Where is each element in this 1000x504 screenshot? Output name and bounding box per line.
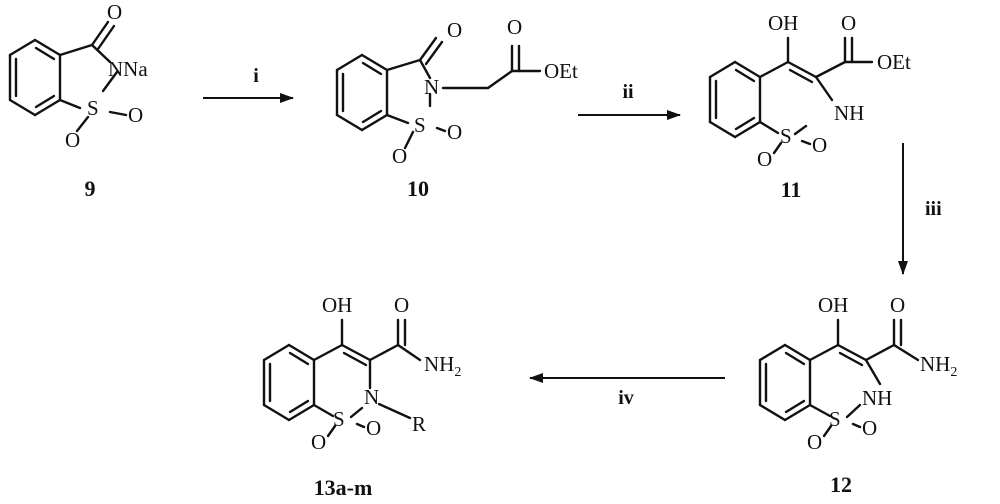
hydroxyl-label: OH (768, 11, 798, 35)
sulfur-label: S (414, 113, 426, 137)
compound-11-structure: OH O OEt NH S O O (708, 11, 911, 171)
hydroxyl-label: OH (818, 293, 848, 317)
substituent-r-label: R (412, 412, 426, 436)
oxygen-label: O (366, 416, 381, 440)
nitrogen-sodium-label: NNa (108, 57, 148, 81)
oxygen-label: O (807, 430, 822, 454)
compound-number-13a-m: 13a-m (314, 475, 373, 500)
compound-12-structure: OH O NH2 NH S O O (758, 293, 957, 454)
ethoxy-label: OEt (877, 50, 911, 74)
step-label-iv: iv (618, 387, 634, 409)
step-label-iii: iii (925, 198, 942, 220)
oxygen-label: O (394, 293, 409, 317)
oxygen-label: O (507, 15, 522, 39)
compound-13a-m-structure: OH O NH2 N R S O O (262, 293, 461, 454)
amide-nh2-label: NH2 (424, 352, 461, 380)
oxygen-label: O (841, 11, 856, 35)
oxygen-label: O (447, 120, 462, 144)
amine-nh-label: NH (862, 386, 892, 410)
sulfur-label: S (333, 407, 345, 431)
oxygen-label: O (862, 416, 877, 440)
oxygen-label: O (311, 430, 326, 454)
oxygen-label: O (107, 0, 122, 24)
step-label-i: i (253, 65, 259, 87)
compound-number-11: 11 (781, 177, 802, 202)
sulfur-label: S (829, 407, 841, 431)
compound-10-structure: O N S O O O OEt (335, 15, 578, 168)
ethoxy-label: OEt (544, 59, 578, 83)
oxygen-label: O (447, 18, 462, 42)
sulfur-label: S (780, 124, 792, 148)
compound-number-12: 12 (830, 472, 852, 497)
hydroxyl-label: OH (322, 293, 352, 317)
oxygen-label: O (757, 147, 772, 171)
compound-number-10: 10 (407, 176, 429, 201)
oxygen-label: O (392, 144, 407, 168)
amine-nh-label: NH (834, 101, 864, 125)
oxygen-label: O (128, 103, 143, 127)
oxygen-label: O (65, 128, 80, 152)
nitrogen-label: N (364, 385, 379, 409)
amide-nh2-label: NH2 (920, 352, 957, 380)
nitrogen-label: N (424, 75, 439, 99)
oxygen-label: O (890, 293, 905, 317)
compound-9-structure: O NNa S O O (8, 0, 148, 152)
oxygen-label: O (812, 133, 827, 157)
sulfur-label: S (87, 96, 99, 120)
step-label-ii: ii (622, 81, 634, 103)
compound-number-9: 9 (85, 176, 96, 201)
